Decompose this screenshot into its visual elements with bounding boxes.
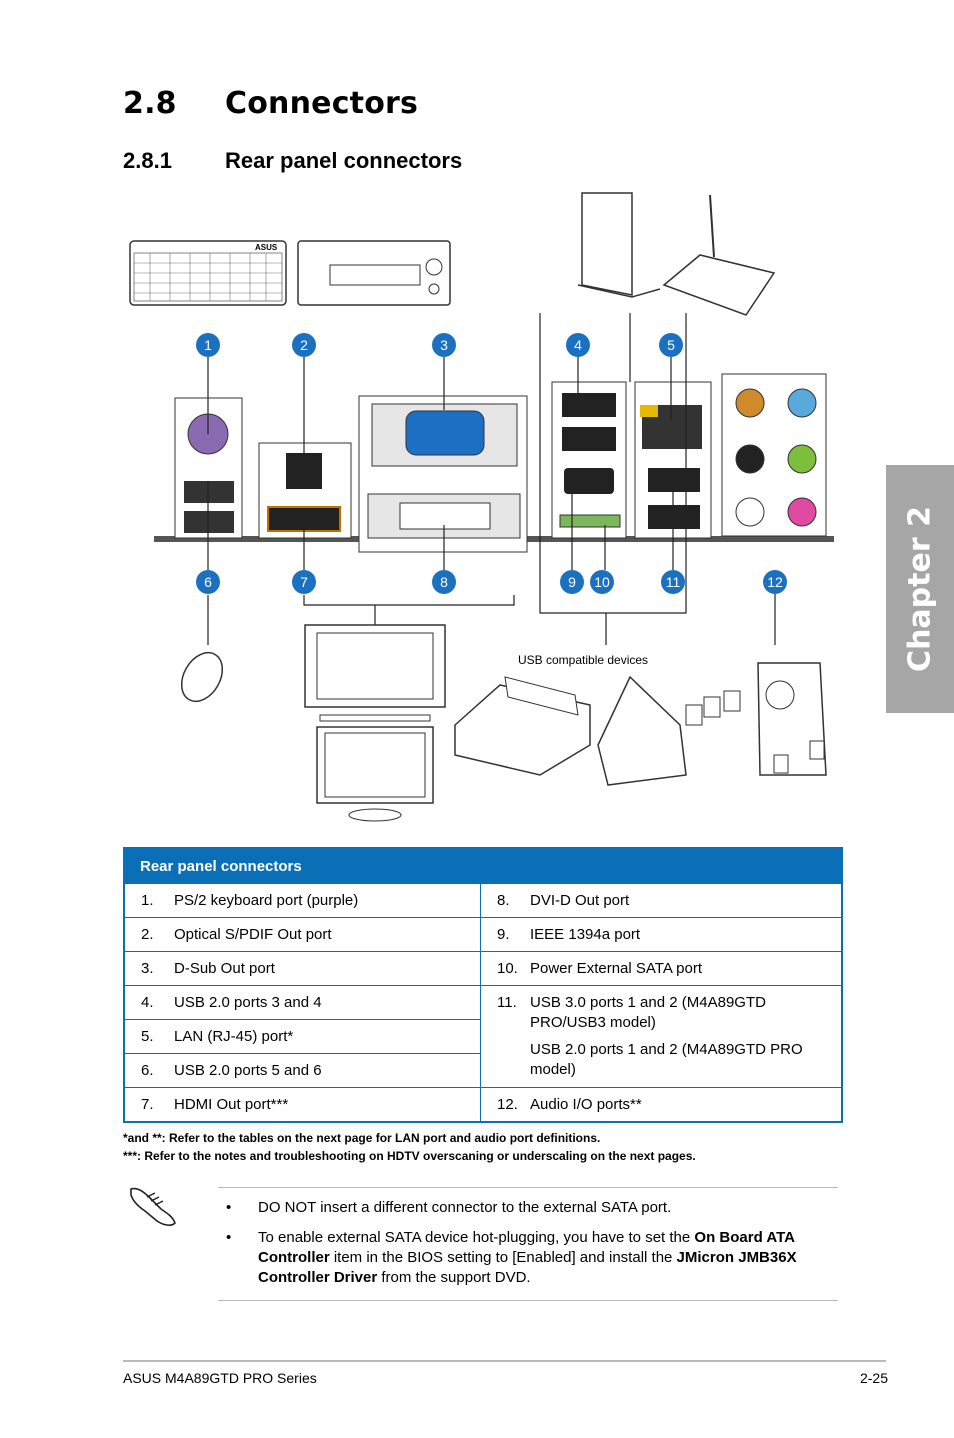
scanner-illustration: [597, 675, 687, 786]
mouse-illustration: [180, 652, 224, 702]
lan-usb3-stack: [634, 381, 712, 539]
table-row: 6. USB 2.0 ports 5 and 6: [123, 1053, 842, 1088]
row-number: 7.: [141, 1095, 154, 1113]
rear-panel-diagram: ASUS: [129, 192, 834, 822]
row-number: 12.: [497, 1095, 518, 1113]
note-text-part: To enable external SATA device hot-plugg…: [258, 1229, 695, 1246]
table-row: 3. D-Sub Out port 10. Power External SATA …: [123, 951, 843, 986]
audio-jack-stack: [721, 373, 827, 537]
vga-dvi-stack: [358, 395, 528, 553]
row-number: 3.: [141, 959, 154, 977]
callout-10: 10: [594, 574, 610, 590]
router-illustration: [662, 194, 776, 316]
row-number: 10.: [497, 959, 518, 977]
row-number: 11.: [497, 994, 517, 1011]
row-text: Optical S/PDIF Out port: [174, 925, 332, 943]
callout-3: 3: [440, 337, 448, 353]
callout-6: 6: [204, 574, 212, 590]
row-number: 4.: [141, 993, 154, 1011]
printer-illustration: [454, 676, 591, 776]
bullet: •: [226, 1199, 232, 1216]
note-box: • DO NOT insert a different connector to…: [218, 1187, 838, 1301]
callout-2: 2: [300, 337, 308, 353]
row-text: USB 2.0 ports 3 and 4: [174, 993, 322, 1011]
row-text: HDMI Out port***: [174, 1095, 289, 1113]
subsection-number: 2.8.1: [123, 148, 172, 173]
chapter-tab: Chapter 2: [886, 465, 954, 713]
note-bold-setting: On Board ATA Controller: [258, 1229, 795, 1266]
media-player-illustration: [297, 240, 451, 306]
chapter-tab-label: Chapter 2: [902, 506, 938, 672]
callout-8: 8: [440, 574, 448, 590]
row-text-secondary: USB 2.0 ports 1 and 2 (M4A89GTD PRO mode…: [530, 1041, 803, 1078]
footer-product: ASUS M4A89GTD PRO Series: [123, 1370, 317, 1386]
row-text: USB 2.0 ports 5 and 6: [174, 1061, 322, 1079]
section-title: Connectors: [225, 86, 419, 121]
callout-7: 7: [300, 574, 308, 590]
keyboard-logo: ASUS: [255, 243, 278, 252]
row-number: 8.: [497, 891, 510, 909]
table-row: 7. HDMI Out port*** 12. Audio I/O ports**: [123, 1087, 843, 1123]
usb-devices-label: USB compatible devices: [518, 653, 648, 667]
usb-1394-esata-stack: [551, 381, 627, 539]
row-text: PS/2 keyboard port (purple): [174, 891, 359, 909]
callout-9: 9: [568, 574, 576, 590]
rear-panel-table: Rear panel connectors 1. PS/2 keyboard po…: [123, 847, 843, 1123]
row-text: D-Sub Out port: [174, 959, 275, 977]
row-text: Power External SATA port: [530, 959, 703, 977]
external-drive-illustration: [577, 192, 661, 298]
note-text-part: from the support DVD.: [377, 1269, 531, 1286]
table-row: 1. PS/2 keyboard port (purple) 8. DVI-D Ou…: [123, 883, 843, 918]
row-number: 1.: [141, 891, 154, 909]
row-text: Audio I/O ports**: [530, 1095, 642, 1113]
camera-illustration: [685, 690, 741, 726]
subsection-heading: 2.8.1 Rear panel connectors: [123, 148, 462, 174]
subsection-title: Rear panel connectors: [225, 148, 463, 173]
callout-markers: 1 2 3 4 5 6 7 8 9 10 11 12: [196, 333, 787, 594]
speaker-illustration: [757, 662, 827, 776]
row-number: 6.: [141, 1061, 154, 1079]
note-text-2: To enable external SATA device hot-plugg…: [258, 1228, 818, 1288]
note-text-1: DO NOT insert a different connector to t…: [258, 1199, 672, 1216]
bullet: •: [226, 1229, 232, 1246]
row-number: 9.: [497, 925, 510, 943]
section-heading: 2.8 Connectors: [123, 86, 418, 121]
callout-12: 12: [767, 574, 783, 590]
footnote-1: *and **: Refer to the tables on the next…: [123, 1131, 601, 1145]
table-row: 2. Optical S/PDIF Out port 9. IEEE 1394a p…: [123, 917, 843, 952]
callout-1: 1: [204, 337, 212, 353]
row-number: 2.: [141, 925, 154, 943]
note-text-part: item in the BIOS setting to [Enabled] an…: [329, 1249, 677, 1266]
table-header: Rear panel connectors: [124, 848, 842, 884]
footer-divider: [123, 1360, 886, 1362]
row-text: IEEE 1394a port: [530, 925, 641, 943]
table-row: 5. LAN (RJ-45) port*: [123, 1019, 842, 1054]
keyboard-illustration: ASUS: [129, 240, 287, 306]
note-bold-driver: JMicron JMB36X Controller Driver: [258, 1249, 797, 1286]
note-hand-icon: [130, 1187, 176, 1226]
callout-11: 11: [666, 574, 681, 590]
row-text: LAN (RJ-45) port*: [174, 1027, 294, 1045]
row-text: DVI-D Out port: [530, 891, 630, 909]
optical-hdmi-stack: [258, 442, 352, 539]
callout-5: 5: [667, 337, 675, 353]
footer-page-number: 2-25: [859, 1370, 888, 1386]
tv-illustration: [304, 624, 446, 722]
monitor-illustration: [316, 726, 434, 822]
callout-4: 4: [574, 337, 582, 353]
leader-lines: [207, 313, 776, 645]
row-text: USB 3.0 ports 1 and 2 (M4A89GTD PRO/USB3…: [530, 994, 766, 1031]
row-number: 5.: [141, 1027, 154, 1045]
table-row: 4. USB 2.0 ports 3 and 4 11. USB 3.0 ports…: [123, 985, 843, 1088]
footnote-2: ***: Refer to the notes and troubleshoot…: [123, 1149, 696, 1163]
section-number: 2.8: [123, 86, 177, 121]
